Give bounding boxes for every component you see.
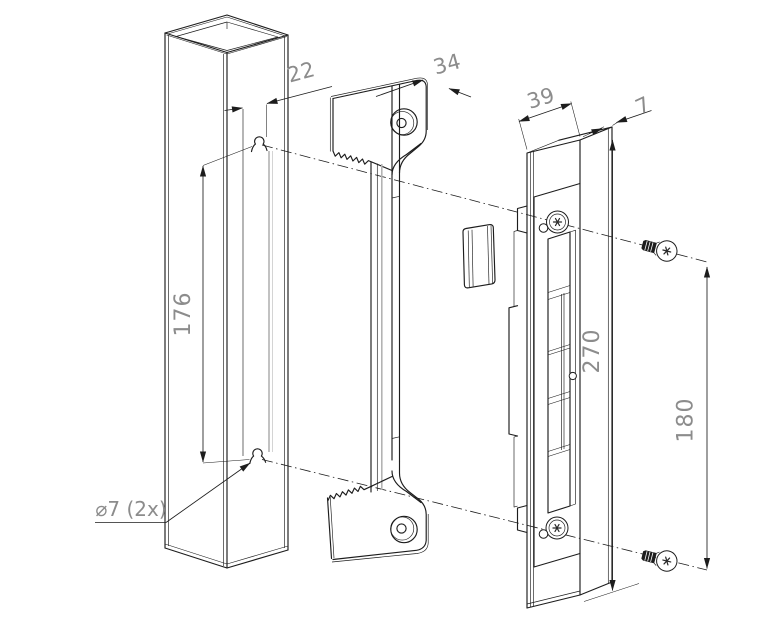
plate-bottom-rim [526, 590, 581, 605]
side-tab-middle [508, 305, 519, 437]
keyhole-slot-top [250, 136, 268, 153]
dim-34-tail-right [448, 88, 472, 98]
hole-note-label: ⌀7 (2x) [95, 497, 166, 521]
dimension-screw-spacing-180: 180 [674, 266, 711, 569]
dim-39-ext-right [570, 101, 581, 137]
dimension-plate-height-270: 270 [580, 139, 640, 602]
flange-bottom-outline [332, 461, 427, 561]
plate-top-face-left [526, 139, 560, 154]
screw-bottom-torx-icon [662, 556, 672, 566]
bushing-bottom-outer [390, 515, 418, 544]
post-bottom-edges [164, 547, 289, 569]
post-top-face [164, 14, 289, 54]
dim-22-tail-right [266, 86, 333, 104]
plate-pilot-hole-top [538, 223, 549, 233]
screw-bottom [641, 550, 678, 572]
dim-176-ext-top [202, 146, 253, 166]
plate-pilot-hole-bottom [538, 529, 549, 539]
window-partition-3 [547, 391, 571, 405]
dimension-slot-spacing-176: 176 [171, 146, 253, 464]
screw-top-threads [644, 240, 654, 252]
dim-7-tail-left [588, 128, 603, 136]
dimension-plate-thickness-7: 7 [582, 92, 655, 138]
torx-recess-top-icon [552, 217, 563, 227]
plate-screw-hole-top-ring [549, 213, 566, 231]
dim-180-label: 180 [674, 398, 699, 443]
clip-outline [462, 224, 496, 289]
side-tab-bottom [516, 504, 528, 534]
post-top-rim [167, 16, 286, 37]
latch-window-depth [569, 229, 576, 507]
side-strip-bottom [513, 435, 518, 508]
dim-34-label: 34 [431, 49, 464, 79]
bushing-bottom-hole [396, 523, 407, 534]
mounting-bracket [326, 77, 429, 563]
dim-39-line [518, 103, 572, 122]
plate-top-face [558, 126, 613, 141]
torx-recess-bottom-icon [552, 523, 562, 533]
plate-center-panel [533, 182, 581, 568]
window-partition-4 [547, 444, 571, 457]
bar-joint-top [391, 195, 400, 199]
flange-bottom-back-rim [331, 514, 429, 563]
dim-270-ext-bottom [583, 583, 640, 602]
dim-39-label: 39 [524, 83, 558, 114]
dimension-bracket-depth-34: 34 [375, 49, 472, 98]
bushing-top-hole [396, 117, 407, 129]
dim-34-tail-left [375, 79, 424, 97]
dim-22-tail-left [224, 106, 243, 113]
plate-screw-hole-bottom-ring [548, 519, 566, 537]
bushing-top-lip [390, 111, 415, 135]
screw-top [641, 240, 678, 262]
window-partition-1 [547, 285, 571, 300]
screw-top-torx-icon [662, 246, 672, 256]
keyhole-slot-bottom [249, 448, 267, 465]
side-strip-top [513, 230, 518, 307]
dim-22-label: 22 [285, 57, 318, 87]
window-partition-2 [547, 344, 571, 356]
square-post [164, 14, 289, 569]
post-top-rim-front [166, 34, 288, 55]
dim-39-ext-left [518, 118, 528, 150]
clip-line-2 [471, 229, 474, 287]
window-inner-wall [561, 293, 565, 450]
bushing-top-outer [390, 108, 418, 136]
clip-line-3 [487, 225, 490, 285]
bar-joint-bottom [391, 436, 400, 439]
flange-bottom-left-edge [326, 497, 333, 560]
panel-pin-hole [568, 371, 577, 381]
dim-176-ext-bottom [202, 459, 250, 464]
flange-bottom-inner-curve [391, 470, 422, 504]
clip-line-4 [490, 225, 493, 284]
screw-bottom-threads [644, 551, 654, 563]
clip-piece [462, 224, 496, 289]
screw-bottom-cone [653, 551, 660, 566]
dim-176-label: 176 [171, 292, 196, 337]
flange-top-back-rim [330, 77, 428, 130]
flange-bottom-left-edge-inner [329, 496, 335, 559]
serrated-edge-top [332, 150, 393, 172]
center-lines [261, 144, 708, 571]
dim-270-label: 270 [580, 329, 605, 374]
clip-line-1 [467, 230, 470, 288]
annotation-hole-diameter: ⌀7 (2x) [95, 462, 251, 523]
center-line-bottom [261, 459, 708, 571]
post-top-inner-wall [175, 21, 279, 51]
bushing-bottom-lip [390, 516, 415, 541]
serrated-edge-bottom [327, 475, 393, 502]
dim-7-tail-right [616, 110, 652, 123]
screw-top-cone [653, 241, 660, 256]
center-line-top [261, 144, 708, 263]
dimension-slot-offset-22: 22 [224, 57, 333, 137]
latch-window [547, 231, 571, 514]
hole-note-leader [165, 462, 251, 523]
post-bottom-rim [164, 543, 289, 565]
dim-7-label: 7 [632, 92, 655, 120]
dimension-plate-width-39: 39 [518, 83, 581, 150]
side-tab-top [516, 205, 528, 234]
